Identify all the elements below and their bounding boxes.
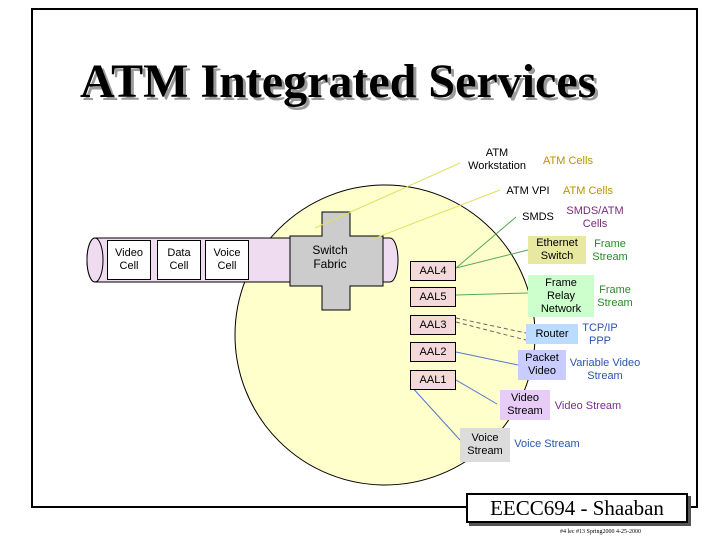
aal2-box: AAL2	[410, 342, 456, 362]
switch-fabric-shape	[289, 211, 384, 311]
data-cell: Data Cell	[157, 240, 201, 280]
aal4-box: AAL4	[410, 261, 456, 281]
aal3-box: AAL3	[410, 315, 456, 335]
frame-relay-stream: Frame Stream	[597, 284, 633, 309]
smds-box: SMDS	[516, 208, 560, 226]
video-stream-box: Video Stream	[500, 390, 550, 420]
video-cell: Video Cell	[107, 240, 151, 280]
atm-workstation-stream: ATM Cells	[543, 155, 593, 167]
video-stream-label: Video Stream	[554, 400, 622, 412]
router-box: Router	[526, 324, 578, 344]
slide-frame	[31, 8, 698, 508]
voice-stream-box: Voice Stream	[460, 428, 510, 462]
atm-workstation-box: ATM Workstation	[460, 145, 534, 175]
aal1-box: AAL1	[410, 370, 456, 390]
packet-video-stream: Variable Video Stream	[569, 357, 641, 382]
voice-cell: Voice Cell	[205, 240, 249, 280]
aal5-box: AAL5	[410, 287, 456, 307]
footer-caption: #4 lec #13 Spring2000 4-25-2000	[560, 529, 641, 535]
router-stream: TCP/IP PPP	[582, 322, 618, 347]
voice-stream-label: Voice Stream	[514, 438, 580, 450]
ethernet-switch-stream: Frame Stream	[592, 238, 628, 263]
ethernet-switch-box: Ethernet Switch	[528, 236, 586, 264]
switch-fabric-label: Switch Fabric	[312, 243, 348, 271]
slide-title: ATM Integrated Services	[80, 55, 597, 108]
frame-relay-box: Frame Relay Network	[528, 275, 594, 317]
smds-stream: SMDS/ATM Cells	[566, 205, 624, 230]
atm-vpi-stream: ATM Cells	[563, 185, 613, 197]
course-badge: EECC694 - Shaaban	[466, 493, 688, 523]
atm-vpi-box: ATM VPI	[500, 182, 556, 200]
packet-video-box: Packet Video	[518, 350, 566, 380]
